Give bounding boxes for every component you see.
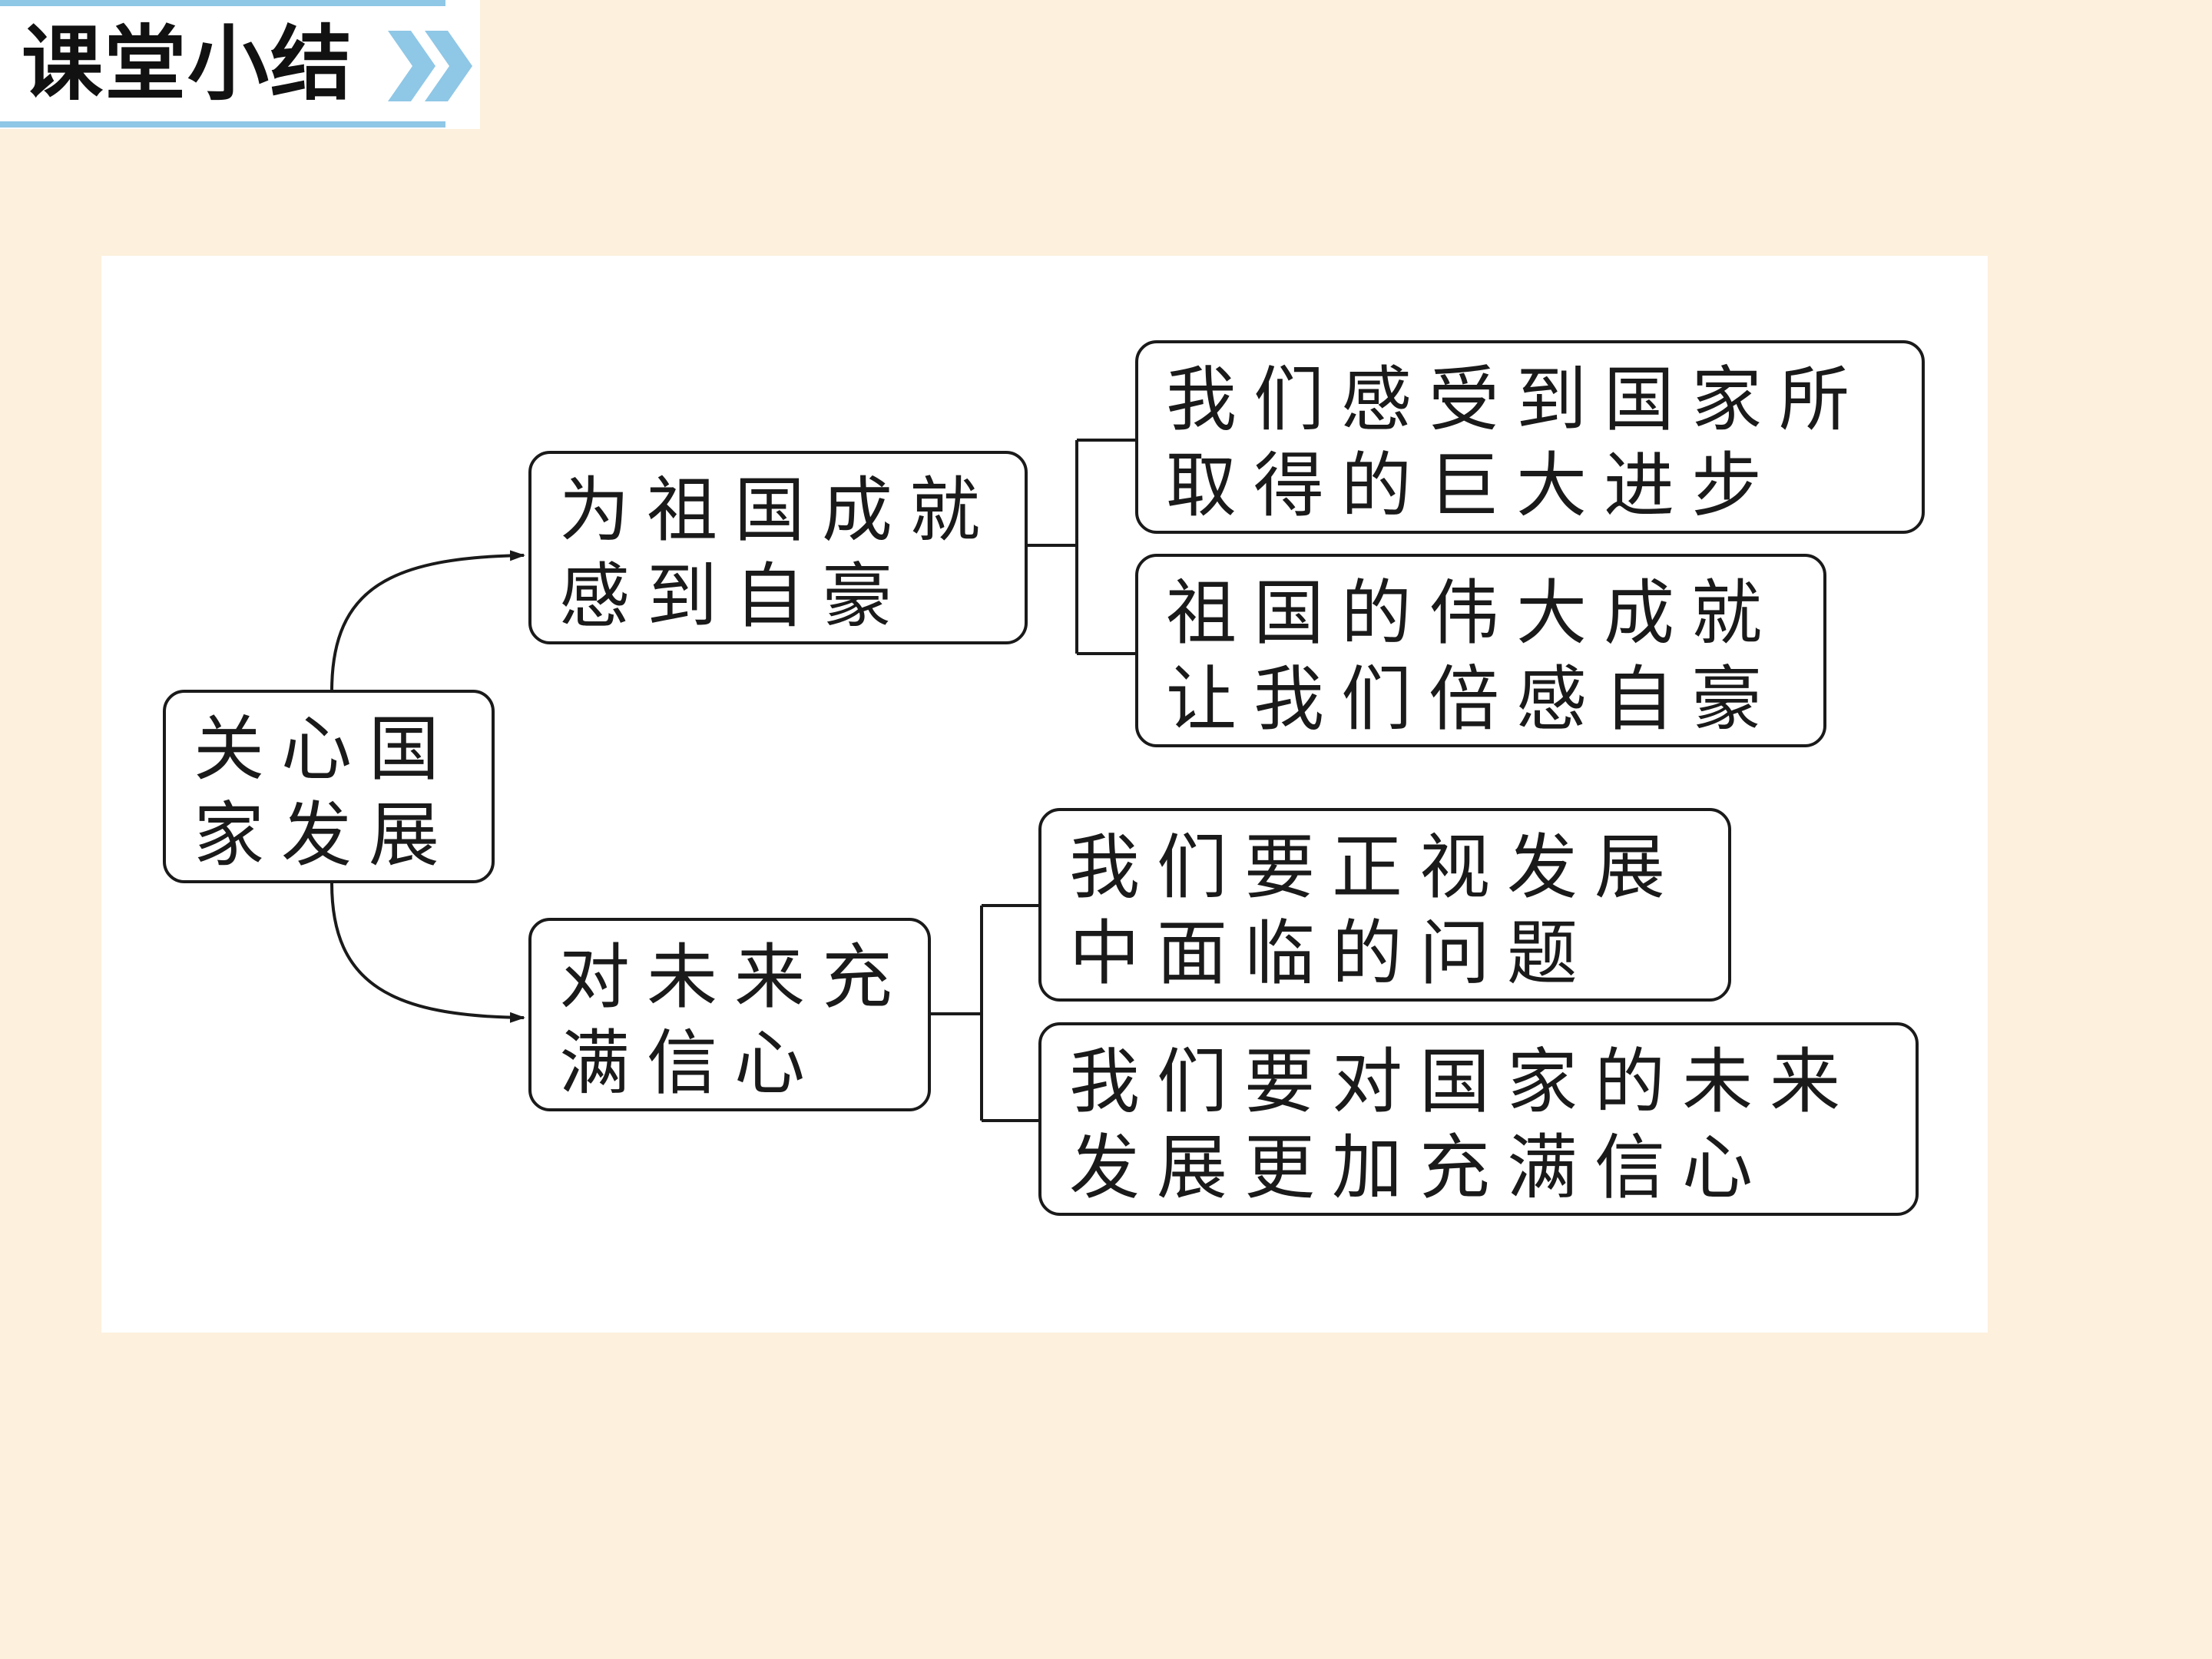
concept-map-panel: 关心国 家发展 为祖国成就 感到自豪 我们感受到国家所 取得的巨大进步 祖国的伟… bbox=[101, 256, 1988, 1333]
node-branch-2-line-2: 满信心 bbox=[559, 1022, 823, 1104]
node-branch-2-child-2-line-1: 我们要对国家的未来 bbox=[1069, 1041, 1858, 1123]
section-title-tag: 课堂小结 bbox=[0, 0, 480, 129]
node-branch-1-child-2-line-1: 祖国的伟大成就 bbox=[1166, 572, 1780, 654]
node-branch-2-child-2: 我们要对国家的未来 发展更加充满信心 bbox=[1038, 1022, 1919, 1216]
connector-lines bbox=[330, 439, 1137, 1122]
node-root-line-1: 关心国 bbox=[194, 708, 457, 790]
node-root: 关心国 家发展 bbox=[163, 690, 495, 883]
section-title: 课堂小结 bbox=[22, 17, 353, 111]
title-accent-bar-bottom bbox=[0, 121, 445, 127]
node-branch-1-child-2-line-2: 让我们倍感自豪 bbox=[1166, 658, 1780, 740]
node-branch-1-child-1: 我们感受到国家所 取得的巨大进步 bbox=[1135, 340, 1925, 534]
node-branch-1: 为祖国成就 感到自豪 bbox=[528, 451, 1028, 644]
node-branch-1-child-1-line-2: 取得的巨大进步 bbox=[1166, 445, 1780, 527]
node-branch-1-child-2: 祖国的伟大成就 让我们倍感自豪 bbox=[1135, 554, 1826, 747]
node-branch-2-child-1-line-1: 我们要正视发展 bbox=[1069, 826, 1683, 909]
node-branch-2: 对未来充 满信心 bbox=[528, 918, 931, 1111]
connector-root-to-branch-1 bbox=[330, 550, 525, 692]
node-branch-2-child-1-line-2: 中面临的问题 bbox=[1069, 912, 1595, 995]
node-branch-2-child-2-line-2: 发展更加充满信心 bbox=[1069, 1127, 1770, 1209]
node-branch-1-line-2: 感到自豪 bbox=[559, 555, 910, 637]
node-branch-2-child-1: 我们要正视发展 中面临的问题 bbox=[1038, 808, 1731, 1002]
node-branch-1-child-1-line-1: 我们感受到国家所 bbox=[1166, 359, 1867, 441]
double-chevron-right-icon bbox=[388, 31, 472, 101]
node-root-line-2: 家发展 bbox=[194, 794, 457, 876]
node-branch-2-line-1: 对未来充 bbox=[559, 936, 910, 1018]
bracket-branch-2 bbox=[929, 904, 1040, 1122]
title-accent-bar-top bbox=[0, 0, 445, 6]
node-branch-1-line-1: 为祖国成就 bbox=[559, 469, 998, 551]
bracket-branch-1 bbox=[1026, 439, 1137, 655]
connector-root-to-branch-2 bbox=[330, 882, 525, 1023]
